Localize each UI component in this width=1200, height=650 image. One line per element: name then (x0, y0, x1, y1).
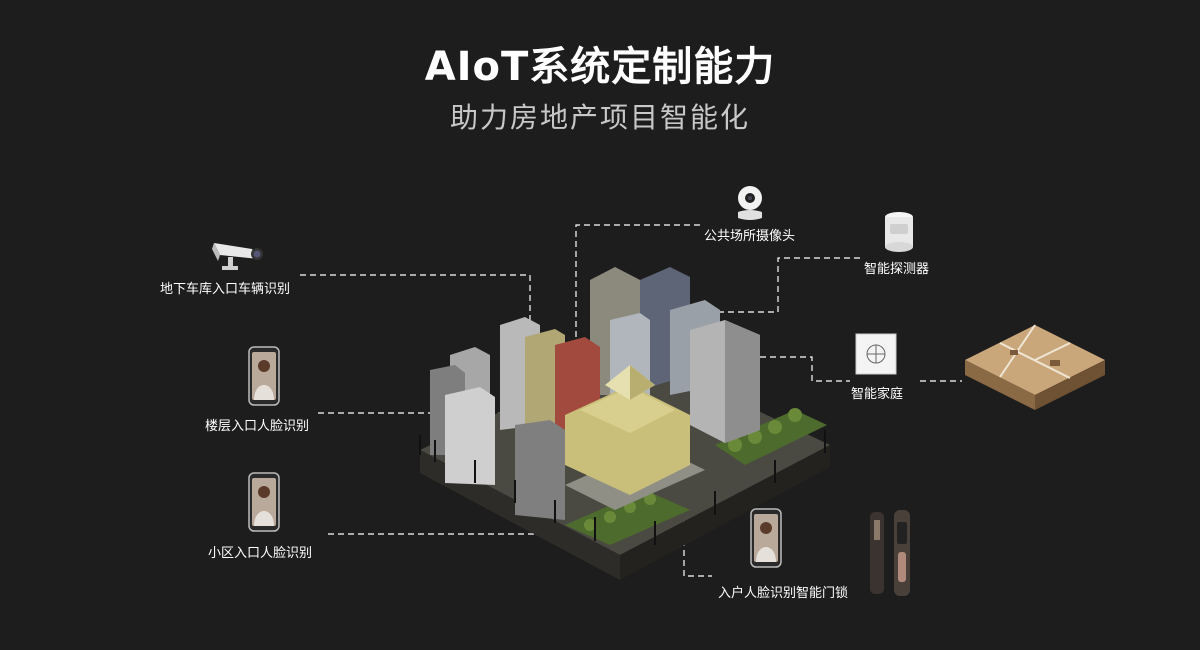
floorplan-image (965, 324, 1105, 410)
camera-connector (575, 224, 700, 345)
phone-face-icon (750, 508, 782, 568)
city-illustration (419, 267, 830, 580)
smart-detector-icon (885, 212, 913, 252)
home-label: 智能家庭 (851, 387, 904, 402)
smart-lock-icon (870, 510, 910, 596)
floor-label: 楼层入口人脸识别 (205, 419, 310, 434)
door-label: 入户人脸识别智能门锁 (718, 586, 849, 601)
dome-camera-icon (738, 186, 762, 220)
page-subtitle: 助力房地产项目智能化 (449, 101, 750, 134)
smart-switch-icon (855, 333, 897, 375)
community-label: 小区入口人脸识别 (208, 546, 313, 561)
page-title: AIoT系统定制能力 (424, 44, 776, 90)
phone-face-icon (248, 472, 280, 532)
detector-label: 智能探测器 (864, 262, 930, 277)
phone-face-icon (248, 346, 280, 406)
garage-label: 地下车库入口车辆识别 (160, 282, 291, 297)
detector-connector (705, 257, 860, 313)
home-connector (760, 356, 850, 382)
camera-label: 公共场所摄像头 (704, 229, 796, 244)
bullet-camera-icon (212, 243, 263, 270)
